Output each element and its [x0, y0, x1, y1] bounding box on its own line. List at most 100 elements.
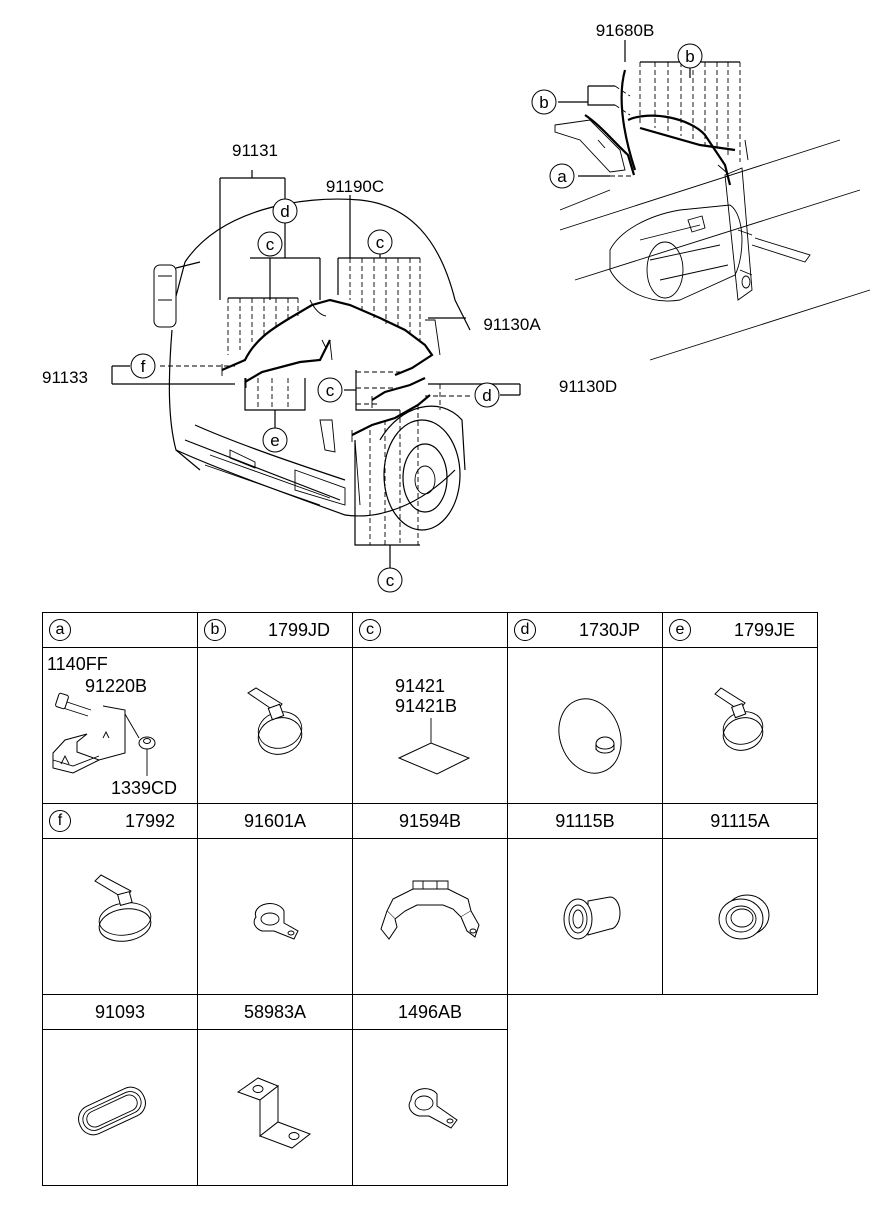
callout-91130A: 91130A	[483, 315, 541, 334]
part-number-1730JP: 1730JP	[578, 620, 640, 640]
part-letter-e: e	[669, 619, 691, 641]
part-cell-1496AB: 1496AB	[352, 994, 508, 1186]
part-letter-a: a	[49, 619, 71, 641]
tape-icon	[397, 718, 471, 775]
part-cell-91594B: 91594B	[352, 803, 508, 995]
part-cell-header: a	[43, 613, 197, 647]
part-cell-body	[198, 1030, 352, 1185]
part-cell-body	[663, 648, 817, 803]
part-cell-body	[198, 648, 352, 803]
bubble-b-left: b	[531, 89, 557, 115]
cable-tie-icon	[94, 874, 152, 942]
part-cell-header: 91115B	[508, 804, 662, 838]
bracket-bolt-icon	[52, 692, 156, 776]
part-cell-91115B: 91115B	[507, 803, 663, 995]
part-cell-body	[508, 648, 662, 803]
leader-lines-left	[111, 170, 521, 568]
part-cell-body	[353, 839, 507, 994]
part-number-91601A: 91601A	[243, 811, 307, 831]
part-number-58983A: 58983A	[243, 1002, 307, 1022]
part-cell-body	[663, 839, 817, 994]
letter-bubbles: b b a d c c f c	[130, 43, 703, 593]
part-cell-header: 91594B	[353, 804, 507, 838]
part-number-17992: 17992	[124, 811, 175, 831]
part-letter-d: d	[514, 619, 536, 641]
protector-clip-icon	[380, 880, 480, 940]
svg-text:c: c	[376, 233, 385, 252]
clamp-icon	[253, 903, 299, 940]
bubble-d-top: d	[272, 198, 298, 224]
callout-91133: 91133	[42, 368, 88, 387]
part-cell-body	[43, 1030, 197, 1185]
part-cell-body	[43, 839, 197, 994]
part-cell-a: a 1140FF 91220B 1339CD	[42, 612, 198, 804]
part-cell-header: f 17992	[43, 804, 197, 838]
cable-tie-icon	[714, 687, 764, 751]
svg-text:e: e	[270, 431, 279, 450]
part-letter-c: c	[359, 619, 381, 641]
bubble-a: a	[549, 163, 575, 189]
svg-text:b: b	[685, 47, 694, 66]
bubble-b-top: b	[677, 43, 703, 69]
part-number-91115A: 91115A	[710, 811, 770, 831]
bubble-c-bottom: c	[377, 567, 403, 593]
svg-text:f: f	[141, 357, 146, 376]
part-cell-header: 91601A	[198, 804, 352, 838]
bracket-icon	[236, 1077, 312, 1149]
bubble-f: f	[130, 353, 156, 379]
parts-row-2: f 17992 91601A	[42, 803, 818, 995]
part-cell-d: d 1730JP	[507, 612, 663, 804]
part-number-1496AB: 1496AB	[397, 1002, 463, 1022]
part-cell-header: 1496AB	[353, 995, 507, 1029]
bubble-d-right: d	[474, 382, 500, 408]
part-cell-header: 91093	[43, 995, 197, 1029]
part-cell-body	[198, 839, 352, 994]
part-number-91594B: 91594B	[398, 811, 462, 831]
grommet-cap-icon	[558, 698, 622, 774]
part-number-1140FF: 1140FF	[47, 654, 108, 674]
svg-text:c: c	[266, 235, 275, 254]
parts-table: a 1140FF 91220B 1339CD	[42, 612, 818, 1186]
svg-text:a: a	[557, 167, 567, 186]
part-cell-c: c 91421 91421B	[352, 612, 508, 804]
part-cell-header: d 1730JP	[508, 613, 662, 647]
part-number-91421B: 91421B	[395, 696, 458, 716]
part-cell-header: 91115A	[663, 804, 817, 838]
grommet-icon	[563, 896, 621, 940]
part-number-91115B: 91115B	[555, 811, 615, 831]
part-cell-91601A: 91601A	[197, 803, 353, 995]
callout-91190C: 91190C	[326, 177, 384, 196]
svg-text:d: d	[482, 386, 491, 405]
part-cell-91093: 91093	[42, 994, 198, 1186]
parts-row-3: 91093 58983A	[42, 994, 818, 1186]
parts-row-1: a 1140FF 91220B 1339CD	[42, 612, 818, 804]
part-cell-header: b 1799JD	[198, 613, 352, 647]
part-cell-header: c	[353, 613, 507, 647]
callout-91680B: 91680B	[596, 21, 655, 40]
svg-text:c: c	[326, 381, 335, 400]
bubble-c-mid: c	[317, 377, 343, 403]
clamp-icon	[408, 1088, 458, 1129]
part-cell-b: b 1799JD	[197, 612, 353, 804]
part-cell-body	[353, 1030, 507, 1185]
part-letter-f: f	[49, 810, 71, 832]
part-number-1339CD: 1339CD	[111, 778, 178, 798]
cable-tie-icon	[247, 687, 303, 755]
part-cell-91115A: 91115A	[662, 803, 818, 995]
part-cell-58983A: 58983A	[197, 994, 353, 1186]
callout-91130D: 91130D	[559, 377, 617, 396]
oval-grommet-icon	[78, 1086, 146, 1136]
part-number-1799JE: 1799JE	[733, 620, 795, 640]
part-cell-f: f 17992	[42, 803, 198, 995]
transmission-illustration	[554, 119, 871, 361]
part-cell-header: e 1799JE	[663, 613, 817, 647]
harness-diagram: 91680B 91131 91190C 91130A 91133 91130D …	[42, 21, 871, 593]
callout-91131: 91131	[232, 141, 278, 160]
part-number-91093: 91093	[94, 1002, 146, 1022]
svg-text:c: c	[386, 571, 395, 590]
bubble-c-center: c	[367, 229, 393, 255]
bubble-c-left: c	[257, 231, 283, 257]
part-cell-body: 1140FF 91220B 1339CD	[43, 648, 197, 803]
part-number-1799JD: 1799JD	[267, 620, 330, 640]
svg-text:d: d	[280, 202, 289, 221]
